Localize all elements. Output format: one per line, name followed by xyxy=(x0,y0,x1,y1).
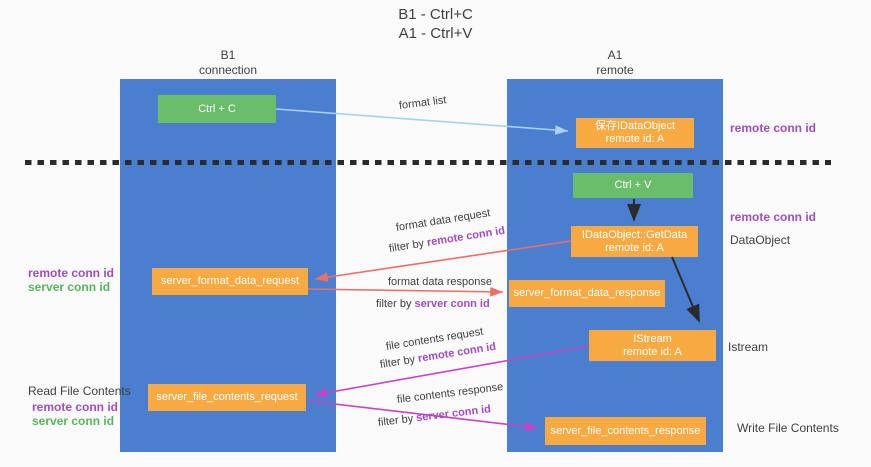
node-ctrl-v-label: Ctrl + V xyxy=(614,179,652,191)
node-ctrl-v: Ctrl + V xyxy=(573,173,693,198)
lane-a1-role: remote xyxy=(596,63,634,77)
lane-a1-name: A1 xyxy=(607,48,623,62)
label-read-file-contents: Read File Contents xyxy=(28,384,131,398)
node-idataobject-getdata-line2: remote id: A xyxy=(605,241,664,254)
diagram-title: B1 - Ctrl+C A1 - Ctrl+V xyxy=(0,5,871,43)
node-server-format-data-response-label: server_format_data_response xyxy=(513,287,661,299)
label-write-file-contents: Write File Contents xyxy=(737,421,839,435)
session-separator-dashed-line xyxy=(25,160,831,165)
filter-prefix: filter by xyxy=(388,237,428,255)
label-dataobject: DataObject xyxy=(730,233,791,247)
node-server-file-contents-response-label: server_file_contents_response xyxy=(550,424,701,437)
label-server-conn-id-left-mid: server conn id xyxy=(28,280,111,294)
diagram-title-line2: A1 - Ctrl+V xyxy=(398,25,473,42)
lane-b1-name: B1 xyxy=(220,48,236,62)
lane-header-a1: A1 remote xyxy=(507,48,723,78)
node-istream-line2: remote id: A xyxy=(623,345,682,358)
label-remote-conn-id-right-mid: remote conn id xyxy=(730,210,817,224)
label-remote-conn-id-left-bottom: remote conn id xyxy=(32,400,119,414)
node-ctrl-c-label: Ctrl + C xyxy=(198,102,236,115)
node-ctrl-c: Ctrl + C xyxy=(158,95,276,123)
filter-key-server-conn-id: server conn id xyxy=(414,298,490,310)
node-save-idataobject: 保存IDataObject remote id: A xyxy=(576,118,694,148)
label-remote-conn-id-right-top: remote conn id xyxy=(730,121,817,135)
node-save-idataobject-line1: 保存IDataObject xyxy=(594,120,676,132)
node-server-file-contents-request-label: server_file_contents_request xyxy=(156,391,298,403)
label-format-data-response: format data response xyxy=(388,276,492,288)
node-server-file-contents-response: server_file_contents_response xyxy=(545,417,706,445)
lane-b1-role: connection xyxy=(198,63,258,77)
label-remote-conn-id-left-mid: remote conn id xyxy=(28,266,115,280)
node-idataobject-getdata: IDataObject::GetData remote id: A xyxy=(571,226,698,257)
filter-prefix: filter by xyxy=(379,353,419,371)
node-server-file-contents-request: server_file_contents_request xyxy=(148,384,306,411)
arrow-format-data-response xyxy=(307,287,504,297)
filter-key-remote-conn-id: remote conn id xyxy=(426,224,506,249)
node-server-format-data-request-label: server_format_data_request xyxy=(160,275,300,287)
label-format-list: format list xyxy=(398,94,448,112)
label-filter-file-response: filter by server conn id xyxy=(377,403,491,429)
label-server-conn-id-left-bottom: server conn id xyxy=(32,414,115,428)
filter-prefix: filter by xyxy=(376,298,415,310)
filter-prefix: filter by xyxy=(377,412,417,429)
node-istream-line1: IStream xyxy=(633,332,672,345)
node-server-format-data-response: server_format_data_response xyxy=(509,280,665,307)
filter-key-server-conn-id: server conn id xyxy=(415,403,492,425)
diagram-title-line1: B1 - Ctrl+C xyxy=(398,6,473,23)
node-save-idataobject-line2: remote id: A xyxy=(605,133,665,145)
node-server-format-data-request: server_format_data_request xyxy=(152,268,308,295)
label-file-contents-response: file contents response xyxy=(396,381,504,406)
node-istream: IStream remote id: A xyxy=(589,330,716,361)
node-idataobject-getdata-line1: IDataObject::GetData xyxy=(581,228,688,241)
label-istream: Istream xyxy=(728,340,769,354)
label-filter-format-response: filter by server conn id xyxy=(376,298,490,310)
lane-header-b1: B1 connection xyxy=(120,48,336,78)
